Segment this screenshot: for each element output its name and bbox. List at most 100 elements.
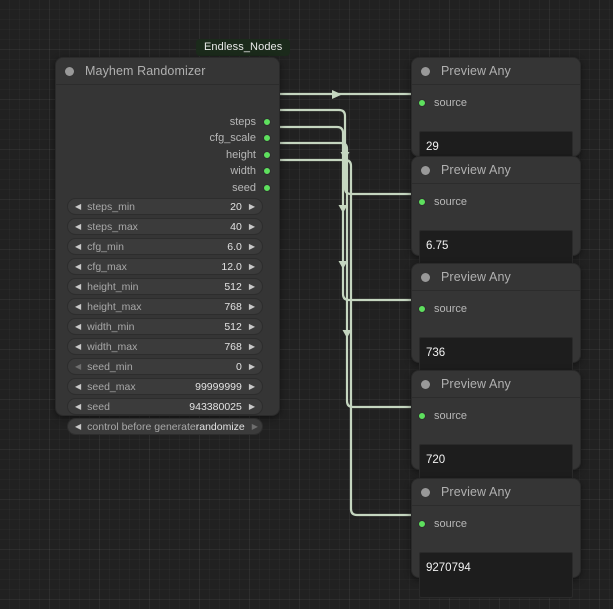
- increment-arrow-icon[interactable]: ▶: [248, 381, 255, 391]
- decrement-arrow-icon[interactable]: ◀: [75, 321, 82, 331]
- output-slot-seed[interactable]: seed: [232, 181, 271, 195]
- link-direction-arrows: [332, 90, 352, 338]
- increment-arrow-icon[interactable]: ▶: [248, 301, 255, 311]
- decrement-arrow-icon[interactable]: ◀: [75, 361, 82, 371]
- collapse-dot-icon[interactable]: [421, 487, 430, 497]
- slot-dot-icon[interactable]: [263, 134, 271, 142]
- increment-arrow-icon[interactable]: ▶: [248, 281, 255, 291]
- widget-value[interactable]: 20: [230, 200, 242, 213]
- slot-dot-icon[interactable]: [418, 198, 426, 206]
- widget-width-max[interactable]: ◀ width_max 768 ▶: [67, 338, 263, 355]
- input-slot-label: source: [434, 303, 468, 315]
- increment-arrow-icon[interactable]: ▶: [248, 201, 255, 211]
- slot-dot-icon[interactable]: [418, 520, 426, 528]
- slot-dot-icon[interactable]: [418, 305, 426, 313]
- decrement-arrow-icon[interactable]: ◀: [75, 401, 82, 411]
- widget-width-min[interactable]: ◀ width_min 512 ▶: [67, 318, 263, 335]
- widget-value[interactable]: 40: [230, 220, 242, 233]
- output-slot-width[interactable]: width: [230, 164, 271, 178]
- node-preview-any-4[interactable]: Preview Any source 720: [411, 370, 581, 490]
- decrement-arrow-icon[interactable]: ◀: [75, 261, 82, 271]
- preview-text-box[interactable]: 9270794: [419, 552, 573, 598]
- increment-arrow-icon[interactable]: ▶: [248, 241, 255, 251]
- widget-value[interactable]: 12.0: [221, 260, 242, 273]
- increment-arrow-icon[interactable]: ▶: [248, 361, 255, 371]
- link-seed: [275, 158, 415, 517]
- widget-height-min[interactable]: ◀ height_min 512 ▶: [67, 278, 263, 295]
- slot-dot-icon[interactable]: [263, 184, 271, 192]
- decrement-arrow-icon[interactable]: ◀: [75, 201, 82, 211]
- output-slot-cfg-scale[interactable]: cfg_scale: [210, 131, 271, 145]
- node-title-bar[interactable]: Preview Any: [412, 58, 580, 85]
- node-preview-any-5[interactable]: Preview Any source 9270794: [411, 478, 581, 598]
- widget-value[interactable]: 512: [224, 280, 242, 293]
- widget-value[interactable]: 943380025: [189, 400, 242, 413]
- increment-arrow-icon[interactable]: ▶: [248, 341, 255, 351]
- decrement-arrow-icon[interactable]: ◀: [75, 241, 82, 251]
- slot-dot-icon[interactable]: [418, 412, 426, 420]
- widget-value[interactable]: 0: [236, 360, 242, 373]
- widget-value[interactable]: 512: [224, 320, 242, 333]
- increment-arrow-icon[interactable]: ▶: [248, 261, 255, 271]
- widget-seed-min[interactable]: ◀ seed_min 0 ▶: [67, 358, 263, 375]
- slot-dot-icon[interactable]: [263, 118, 271, 126]
- node-preview-any-2[interactable]: Preview Any source 6.75: [411, 156, 581, 276]
- widget-height-max[interactable]: ◀ height_max 768 ▶: [67, 298, 263, 315]
- collapse-dot-icon[interactable]: [421, 66, 430, 76]
- node-title-bar[interactable]: Mayhem Randomizer: [56, 58, 279, 85]
- preview-value: 736: [426, 347, 446, 359]
- previous-option-arrow-icon[interactable]: ◀: [75, 421, 82, 431]
- widget-control-before-generate[interactable]: ◀ control before generate randomize ▶: [67, 418, 263, 435]
- widget-label: cfg_min: [87, 240, 124, 253]
- decrement-arrow-icon[interactable]: ◀: [75, 341, 82, 351]
- node-title-label: Preview Any: [441, 64, 511, 78]
- widget-cfg-max[interactable]: ◀ cfg_max 12.0 ▶: [67, 258, 263, 275]
- input-slot-source[interactable]: source: [412, 301, 580, 317]
- collapse-dot-icon[interactable]: [421, 379, 430, 389]
- collapse-dot-icon[interactable]: [421, 272, 430, 282]
- widget-label: seed_min: [87, 360, 133, 373]
- input-slot-source[interactable]: source: [412, 516, 580, 532]
- node-preview-any-3[interactable]: Preview Any source 736: [411, 263, 581, 383]
- increment-arrow-icon[interactable]: ▶: [248, 221, 255, 231]
- slot-dot-icon[interactable]: [263, 167, 271, 175]
- output-slot-height[interactable]: height: [226, 148, 271, 162]
- node-title-bar[interactable]: Preview Any: [412, 371, 580, 398]
- slot-dot-icon[interactable]: [418, 99, 426, 107]
- widget-cfg-min[interactable]: ◀ cfg_min 6.0 ▶: [67, 238, 263, 255]
- decrement-arrow-icon[interactable]: ◀: [75, 381, 82, 391]
- widget-value[interactable]: 768: [224, 340, 242, 353]
- widget-value[interactable]: 99999999: [195, 380, 242, 393]
- collapse-dot-icon[interactable]: [421, 165, 430, 175]
- increment-arrow-icon[interactable]: ▶: [248, 321, 255, 331]
- widget-value[interactable]: randomize: [195, 420, 245, 433]
- output-slot-steps[interactable]: steps: [230, 115, 271, 129]
- widget-label: width_max: [87, 340, 138, 353]
- link-cfg-scale: [275, 108, 415, 196]
- input-slot-source[interactable]: source: [412, 95, 580, 111]
- widget-value[interactable]: 768: [224, 300, 242, 313]
- widget-steps-min[interactable]: ◀ steps_min 20 ▶: [67, 198, 263, 215]
- next-option-arrow-icon[interactable]: ▶: [251, 421, 258, 431]
- node-mayhem-randomizer[interactable]: Mayhem Randomizer steps cfg_scale height…: [55, 57, 280, 435]
- node-title-bar[interactable]: Preview Any: [412, 264, 580, 291]
- increment-arrow-icon[interactable]: ▶: [248, 401, 255, 411]
- widget-label: seed_max: [87, 380, 136, 393]
- decrement-arrow-icon[interactable]: ◀: [75, 221, 82, 231]
- input-slot-source[interactable]: source: [412, 408, 580, 424]
- node-body: source 29: [412, 95, 580, 177]
- node-title-bar[interactable]: Preview Any: [412, 479, 580, 506]
- slot-dot-icon[interactable]: [263, 151, 271, 159]
- widget-seed[interactable]: ◀ seed 943380025 ▶: [67, 398, 263, 415]
- decrement-arrow-icon[interactable]: ◀: [75, 301, 82, 311]
- decrement-arrow-icon[interactable]: ◀: [75, 281, 82, 291]
- node-preview-any-1[interactable]: Preview Any source 29: [411, 57, 581, 177]
- collapse-dot-icon[interactable]: [65, 66, 74, 76]
- widget-value[interactable]: 6.0: [227, 240, 242, 253]
- output-slot-label: cfg_scale: [209, 132, 256, 144]
- widget-steps-max[interactable]: ◀ steps_max 40 ▶: [67, 218, 263, 235]
- input-slot-source[interactable]: source: [412, 194, 580, 210]
- node-title-bar[interactable]: Preview Any: [412, 157, 580, 184]
- widget-seed-max[interactable]: ◀ seed_max 99999999 ▶: [67, 378, 263, 395]
